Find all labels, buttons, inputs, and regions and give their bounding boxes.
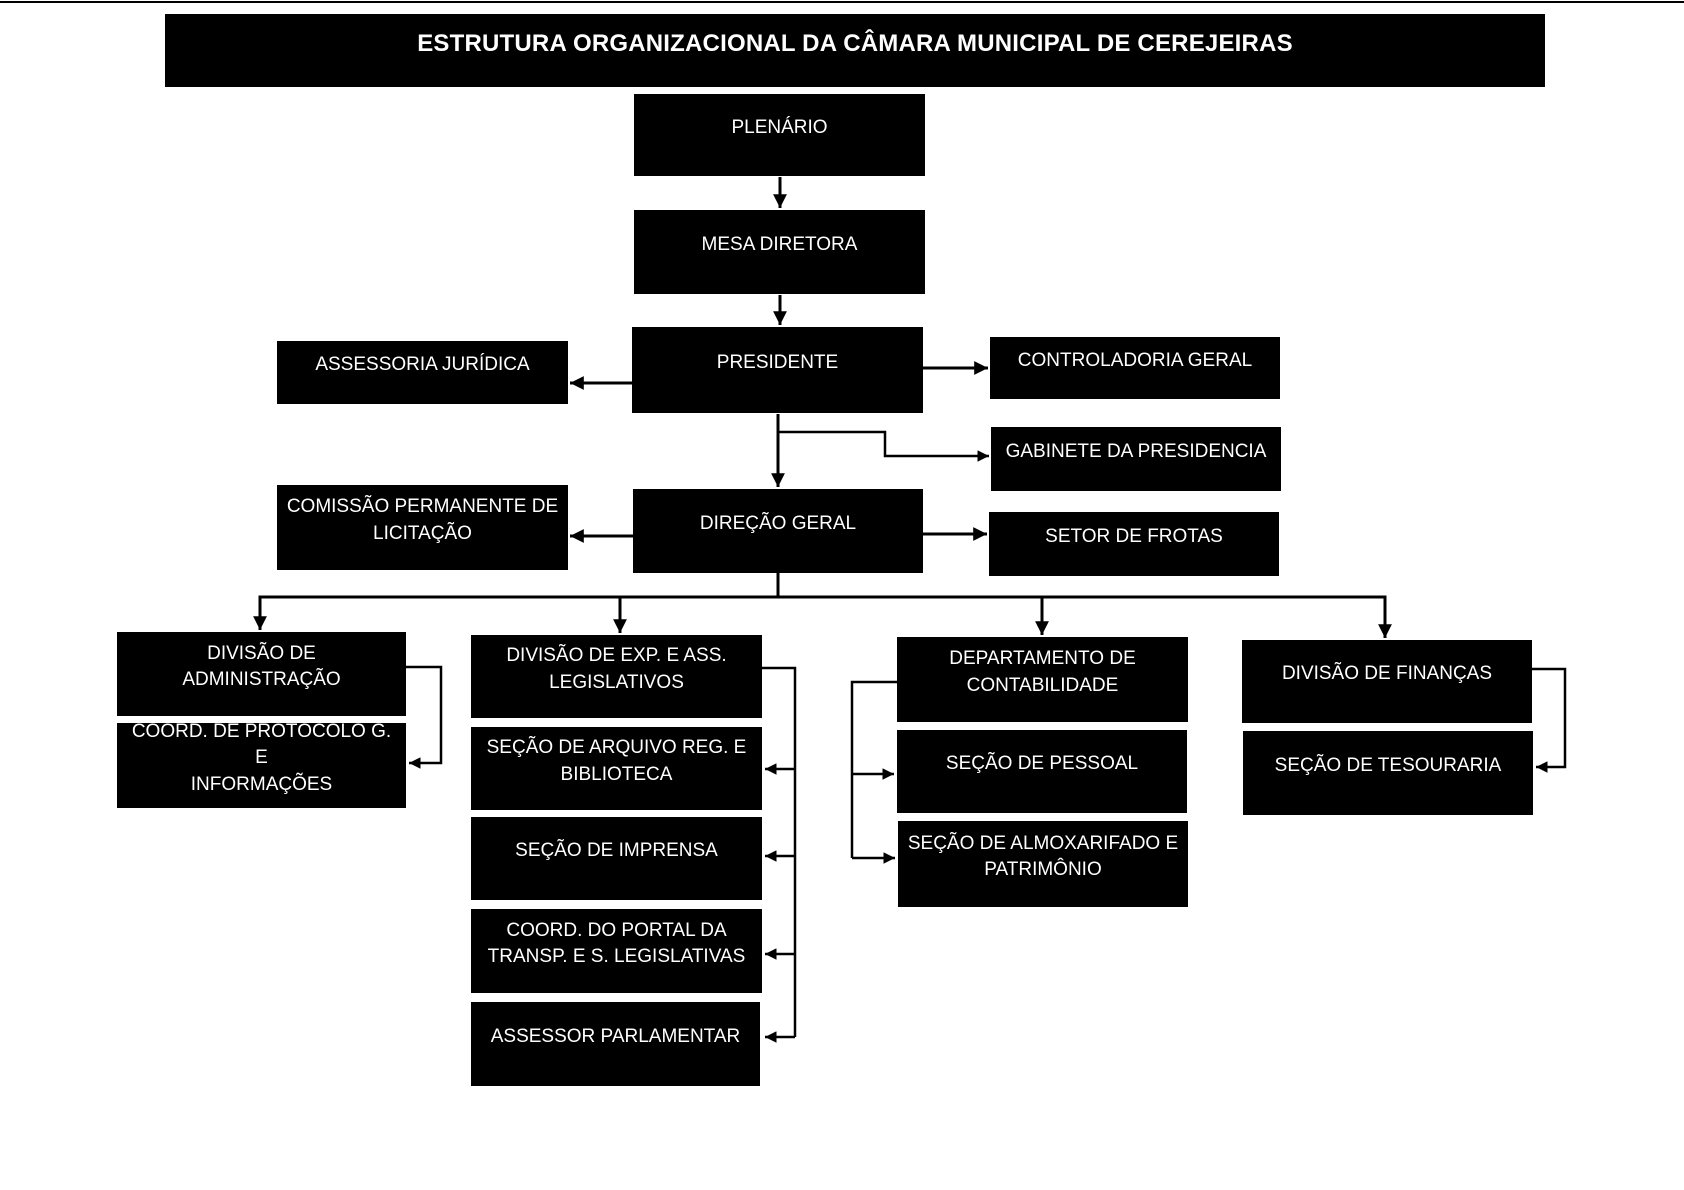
node-secao-tesouraria: SEÇÃO DE TESOURARIA <box>1243 731 1533 815</box>
node-gabinete-presidencia: GABINETE DA PRESIDENCIA <box>991 427 1281 491</box>
node-divisao-financas: DIVISÃO DE FINANÇAS <box>1242 640 1532 723</box>
bracket-spine-legislativos <box>762 666 797 1037</box>
org-title: ESTRUTURA ORGANIZACIONAL DA CÂMARA MUNIC… <box>417 29 1293 57</box>
node-coord-protocolo: COORD. DE PROTOCOLO G. E INFORMAÇÕES <box>117 721 406 808</box>
page-top-rule <box>0 1 1684 3</box>
edge-presidente-gabinete <box>778 430 989 462</box>
node-secao-imprensa: SEÇÃO DE IMPRENSA <box>471 817 762 900</box>
org-title-bar: ESTRUTURA ORGANIZACIONAL DA CÂMARA MUNIC… <box>165 14 1545 87</box>
edge-administracao-protocolo <box>406 665 443 769</box>
node-plenario: PLENÁRIO <box>634 94 925 176</box>
node-controladoria-geral: CONTROLADORIA GERAL <box>990 337 1280 399</box>
node-secao-almoxarifado: SEÇÃO DE ALMOXARIFADO E PATRIMÔNIO <box>898 821 1188 907</box>
bracket-spine-contabilidade <box>850 680 897 858</box>
node-coord-portal: COORD. DO PORTAL DA TRANSP. E S. LEGISLA… <box>471 909 762 993</box>
node-divisao-administracao: DIVISÃO DE ADMINISTRAÇÃO <box>117 632 406 716</box>
node-assessoria-juridica: ASSESSORIA JURÍDICA <box>277 341 568 404</box>
node-secao-pessoal: SEÇÃO DE PESSOAL <box>897 730 1187 813</box>
node-assessor-parlamentar: ASSESSOR PARLAMENTAR <box>471 1002 760 1086</box>
edge-financas-tesouraria <box>1532 667 1567 773</box>
node-setor-frotas: SETOR DE FROTAS <box>989 512 1279 576</box>
node-direcao-geral: DIREÇÃO GERAL <box>633 489 923 573</box>
node-mesa-diretora: MESA DIRETORA <box>634 210 925 294</box>
node-divisao-exp-ass-legislativos: DIVISÃO DE EXP. E ASS. LEGISLATIVOS <box>471 635 762 718</box>
node-comissao-licitacao: COMISSÃO PERMANENTE DE LICITAÇÃO <box>277 485 568 570</box>
node-secao-arquivo-biblioteca: SEÇÃO DE ARQUIVO REG. E BIBLIOTECA <box>471 727 762 810</box>
node-departamento-contabilidade: DEPARTAMENTO DE CONTABILIDADE <box>897 637 1188 722</box>
node-presidente: PRESIDENTE <box>632 327 923 413</box>
